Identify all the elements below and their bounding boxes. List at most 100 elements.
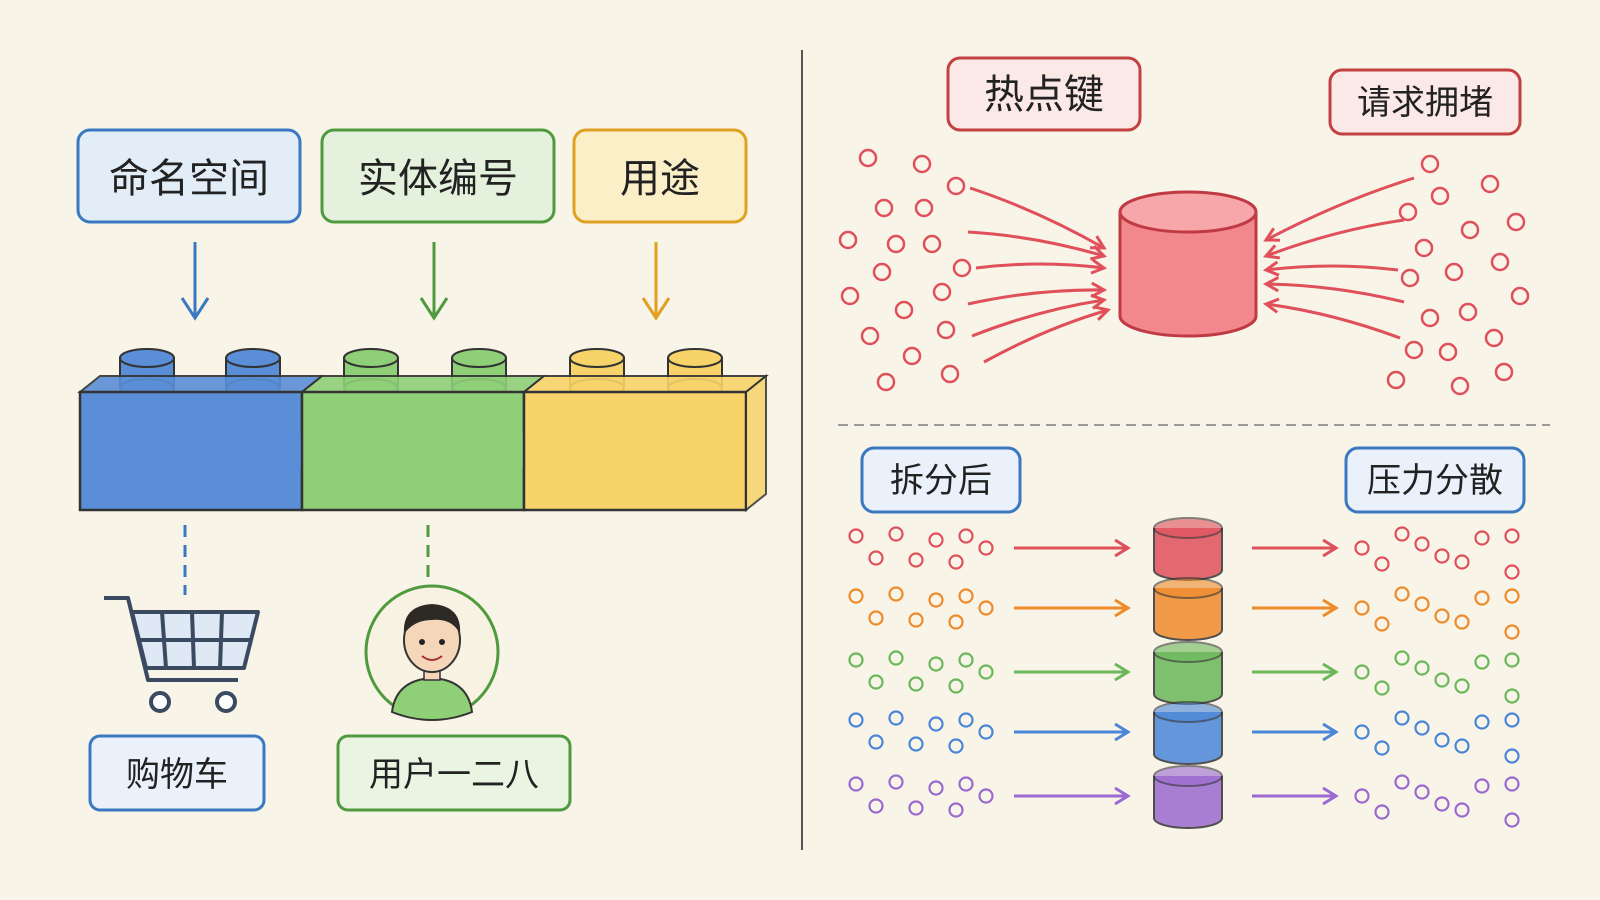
hot-key-text: 热点键 [984, 72, 1104, 118]
request-dot [1434, 608, 1450, 624]
tag-entity-id-label: 实体编号 [358, 156, 518, 202]
request-dot [1504, 812, 1520, 828]
after-split-text: 拆分后 [890, 461, 992, 501]
request-dot [894, 300, 914, 320]
request-dot [948, 614, 964, 630]
split-shards [848, 517, 1520, 829]
request-dot [914, 198, 934, 218]
request-dot [978, 664, 994, 680]
request-dot [1480, 174, 1500, 194]
request-dot [1450, 376, 1470, 396]
key-brick [299, 375, 562, 512]
request-dot [978, 788, 994, 804]
shard-row [848, 701, 1520, 765]
request-dot [958, 776, 974, 792]
request-dot [958, 528, 974, 544]
user-avatar-icon [364, 584, 500, 722]
request-dot [1374, 680, 1390, 696]
request-dot [1444, 262, 1464, 282]
shard-arrow [1014, 662, 1131, 682]
request-dot [1430, 186, 1450, 206]
shard-cylinder [1153, 641, 1223, 705]
arrow-entity-down [419, 242, 449, 321]
request-dot [978, 600, 994, 616]
shard-arrow [1252, 722, 1339, 742]
hot-request-dots [838, 148, 1530, 396]
request-dot [952, 258, 972, 278]
arrow-purpose-down [641, 242, 671, 321]
request-dot [1354, 664, 1370, 680]
arrow-namespace-down [180, 242, 210, 321]
shard-cylinder [1153, 701, 1223, 765]
request-dot [1434, 732, 1450, 748]
request-dot [1414, 784, 1430, 800]
request-arrow [1263, 176, 1415, 242]
shard-arrow [1014, 786, 1131, 806]
request-dot [1510, 286, 1530, 306]
request-dot [1394, 650, 1410, 666]
request-dot [1398, 202, 1418, 222]
label-request-congestion: 请求拥堵 [1328, 68, 1522, 136]
request-dot [1386, 370, 1406, 390]
request-dot [868, 674, 884, 690]
request-dot [1394, 526, 1410, 542]
key-brick [77, 375, 340, 512]
request-dot [908, 800, 924, 816]
request-dot [948, 678, 964, 694]
shard-arrow [1252, 538, 1339, 558]
request-dot [888, 526, 904, 542]
label-hot-key: 热点键 [946, 56, 1142, 132]
shard-arrow [1252, 662, 1339, 682]
request-dot [1420, 308, 1440, 328]
request-dot [1354, 600, 1370, 616]
request-dot [1374, 804, 1390, 820]
request-dot [1504, 688, 1520, 704]
request-dot [848, 712, 864, 728]
request-dot [928, 716, 944, 732]
tag-entity-id: 实体编号 [320, 128, 556, 224]
request-dot [928, 532, 944, 548]
request-dot [860, 326, 880, 346]
request-dot [1490, 252, 1510, 272]
request-dot [1504, 528, 1520, 544]
request-dot [948, 738, 964, 754]
request-dot [1494, 362, 1514, 382]
shard-row [848, 765, 1520, 829]
key-bricks [77, 348, 769, 513]
request-dot [888, 650, 904, 666]
request-dot [848, 776, 864, 792]
request-dot [1394, 586, 1410, 602]
request-dot [888, 710, 904, 726]
request-dot [912, 154, 932, 174]
request-dot [1474, 778, 1490, 794]
request-dot [928, 656, 944, 672]
request-dot [1506, 212, 1526, 232]
pressure-dispersed-text: 压力分散 [1367, 461, 1503, 501]
request-arrow [967, 230, 1108, 261]
request-dot [1354, 788, 1370, 804]
shard-cylinder [1153, 765, 1223, 829]
request-dot [958, 712, 974, 728]
request-dot [888, 774, 904, 790]
request-dot [978, 724, 994, 740]
request-dot [908, 736, 924, 752]
request-arrow [971, 293, 1108, 338]
request-dot [928, 592, 944, 608]
shard-arrow [1014, 722, 1131, 742]
shard-row [848, 517, 1520, 581]
request-dot [1354, 540, 1370, 556]
request-dot [948, 554, 964, 570]
request-dot [908, 676, 924, 692]
request-dot [946, 176, 966, 196]
request-dot [1354, 724, 1370, 740]
request-dot [874, 198, 894, 218]
request-dot [1400, 268, 1420, 288]
request-dot [958, 652, 974, 668]
request-dot [1438, 342, 1458, 362]
request-dot [872, 262, 892, 282]
shard-arrow [1252, 786, 1339, 806]
request-dot [1474, 530, 1490, 546]
request-dot [958, 588, 974, 604]
request-dot [1404, 340, 1424, 360]
